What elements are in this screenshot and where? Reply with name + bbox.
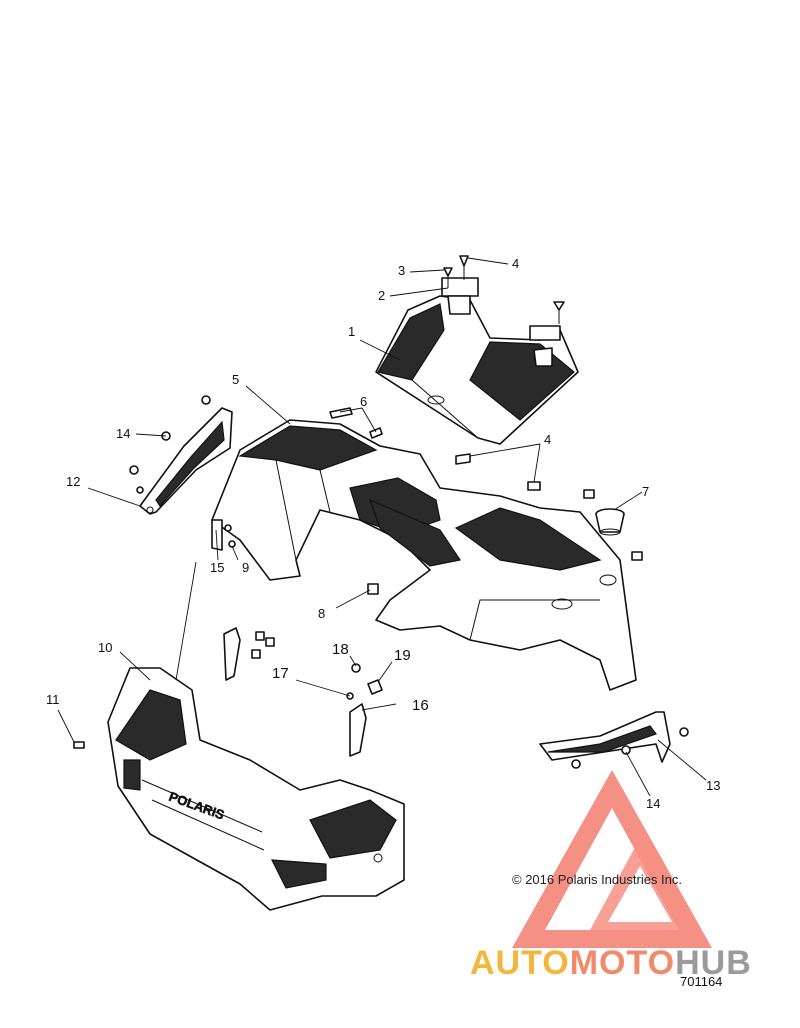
hood-screws [443,255,565,324]
watermark-word-auto: AUTO [470,944,570,982]
callout-19: 19 [394,647,411,664]
mounting-brackets [223,627,367,757]
callout-14-left: 14 [116,426,130,441]
callout-18: 18 [332,641,349,658]
callout-8: 8 [318,606,325,621]
cup-holder [595,508,625,536]
callout-7: 7 [642,484,649,499]
fasteners [73,395,689,769]
right-side-deflector [539,711,671,763]
copyright-notice: © 2016 Polaris Industries Inc. [512,872,682,887]
leader-lines [57,257,707,797]
watermark-word-moto: MOTO [569,944,676,982]
callout-5: 5 [232,372,239,387]
callout-10: 10 [98,640,112,655]
callout-1: 1 [348,324,355,339]
callout-3: 3 [398,263,405,278]
callout-4-mid: 4 [544,432,551,447]
callout-17: 17 [272,665,289,682]
watermark-wordmark: AUTOMOTOHUB [470,944,752,983]
watermark-logo [512,770,712,948]
left-side-deflector [139,407,233,515]
callout-14-right: 14 [646,796,660,811]
drawing-number: 701164 [680,974,723,989]
callout-12: 12 [66,474,80,489]
callout-4-top: 4 [512,256,519,271]
callout-2: 2 [378,288,385,303]
callout-16: 16 [412,697,429,714]
callout-13: 13 [706,778,720,793]
callout-9: 9 [242,560,249,575]
callout-11: 11 [46,692,60,707]
callout-6: 6 [360,394,367,409]
callout-numbers: 1 2 3 4 4 5 6 7 8 9 10 11 12 13 14 14 15… [46,256,720,811]
watermark-word-hub: HUB [675,944,752,982]
front-bumper [107,667,405,911]
front-cab-panel [211,419,637,691]
callout-15: 15 [210,560,224,575]
hood-panel [375,277,579,445]
